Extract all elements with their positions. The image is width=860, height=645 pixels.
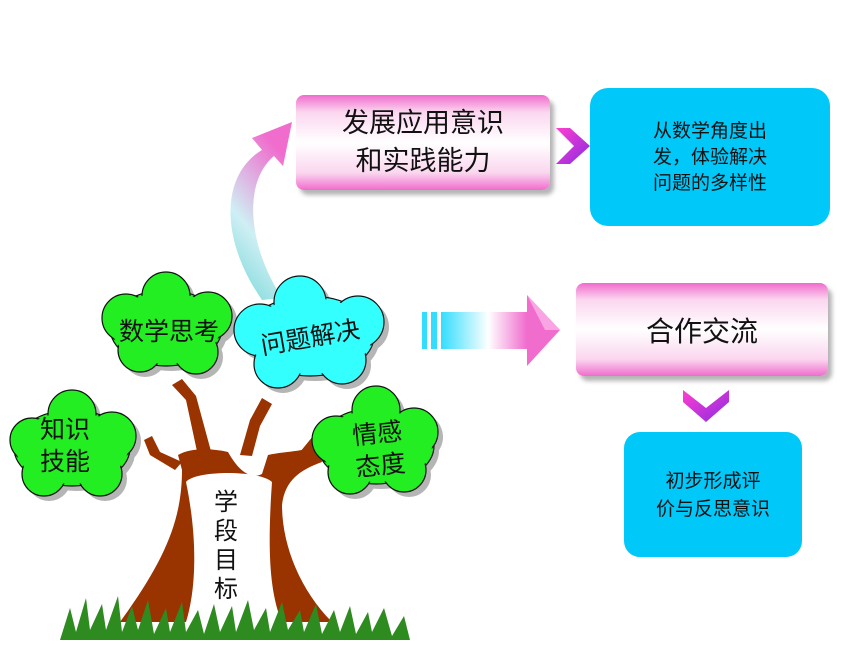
math-perspective-text: 从数学角度出 发，体验解决 问题的多样性 [652,120,767,194]
grass [60,596,410,640]
cloud-emotion-attitude-label: 情感 态度 [350,416,407,483]
reflection-text: 初步形成评 价与反思意识 [655,469,770,520]
chevron-right-icon [556,128,590,164]
cloud-knowledge-skills-label: 知识 技能 [39,415,90,476]
trunk-label: 学 段 目 标 [214,488,238,603]
trunk-highlight [186,473,282,622]
practice-ability-box: 发展应用意识 和实践能力 [296,95,550,190]
chevron-down-icon [683,390,729,422]
cooperation-text: 合作交流 [645,314,758,348]
right-arrow [422,295,560,366]
cooperation-box: 合作交流 [576,283,828,376]
reflection-box: 初步形成评 价与反思意识 [624,432,802,557]
curved-arrow [230,122,292,300]
cloud-math-thinking-label: 数学思考 [118,317,219,346]
practice-ability-text: 发展应用意识 和实践能力 [342,107,504,177]
math-perspective-box: 从数学角度出 发，体验解决 问题的多样性 [590,88,830,226]
